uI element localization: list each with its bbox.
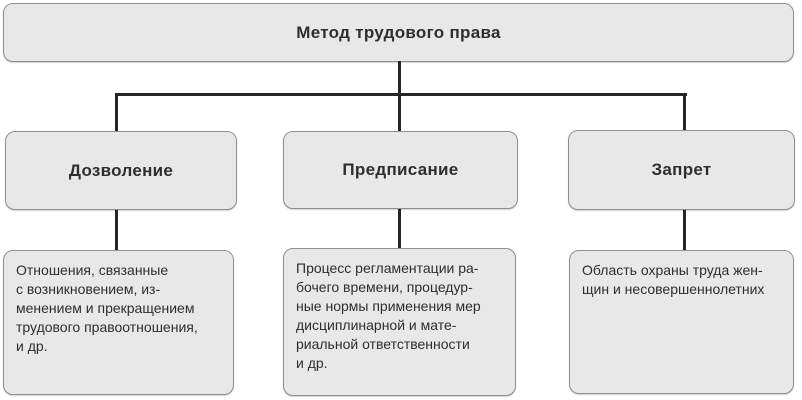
branch-node-prohibition: Запрет bbox=[568, 130, 795, 210]
branch-node-label: Предписание bbox=[342, 160, 459, 179]
connector-branch-2-to-leaf bbox=[398, 208, 401, 249]
leaf-node-prescription-description: Процесс регламентации ра- бочего времени… bbox=[283, 248, 516, 396]
root-node-label: Метод трудового права bbox=[296, 22, 501, 42]
connector-horizontal-bar bbox=[115, 93, 687, 96]
leaf-node-prohibition-description: Область охраны труда жен- щин и несоверш… bbox=[569, 250, 794, 394]
connector-branch-1-to-leaf bbox=[115, 209, 118, 251]
branch-node-prescription: Предписание bbox=[283, 131, 518, 209]
branch-node-permission: Дозволение bbox=[5, 131, 237, 210]
connector-drop-to-branch-1 bbox=[115, 93, 118, 133]
connector-root-stem bbox=[398, 61, 401, 95]
branch-node-label: Запрет bbox=[651, 160, 712, 179]
connector-drop-to-branch-3 bbox=[683, 93, 686, 132]
connector-branch-3-to-leaf bbox=[683, 209, 686, 251]
branch-node-label: Дозволение bbox=[68, 160, 174, 180]
connector-drop-to-branch-2 bbox=[398, 93, 401, 133]
leaf-node-permission-description: Отношения, связанные с возникновением, и… bbox=[3, 250, 234, 395]
root-node-method-of-labor-law: Метод трудового права bbox=[3, 3, 794, 62]
